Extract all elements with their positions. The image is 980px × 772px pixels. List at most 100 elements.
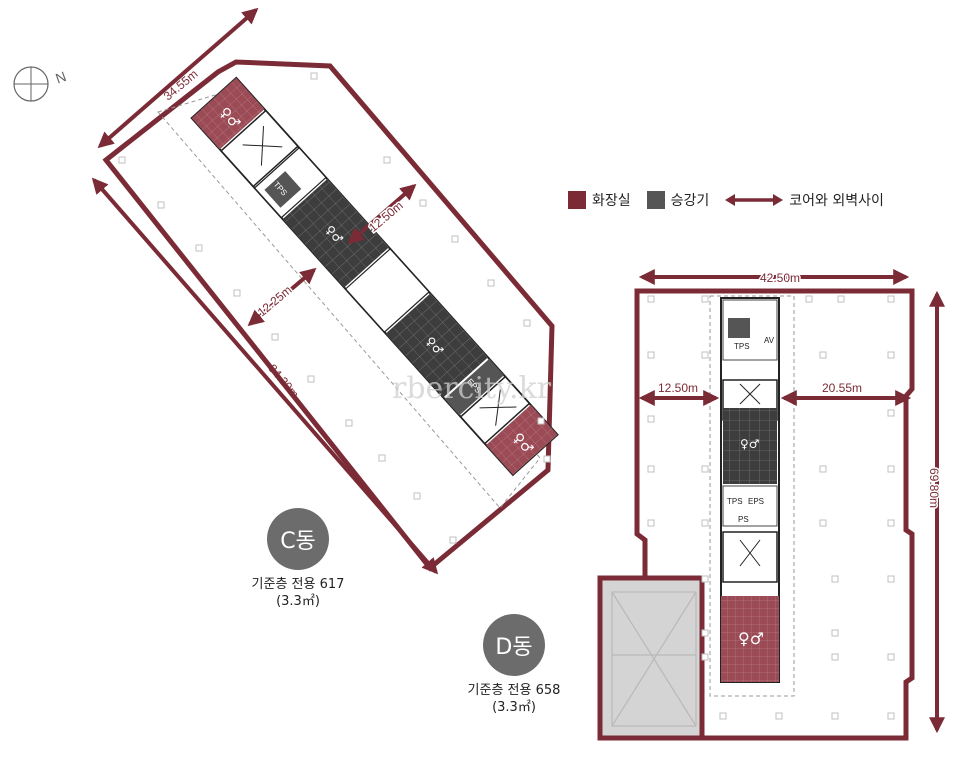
d-dim-top-label: 42.50m <box>760 271 800 285</box>
building-c-outline <box>102 59 555 572</box>
d-toilet-icon: ♀♂ <box>738 629 764 648</box>
building-d-badge: D동 <box>483 614 545 676</box>
c-col <box>419 199 427 207</box>
d-stair-top-x2 <box>739 383 761 405</box>
d-col <box>887 409 895 417</box>
legend-label-toilet: 화장실 <box>592 193 631 209</box>
building-c-area-unit: (3.3㎡) <box>276 594 320 609</box>
c-col <box>195 244 203 252</box>
d-annex-line <box>611 591 697 727</box>
d-col <box>887 712 895 720</box>
c-col <box>271 333 279 341</box>
d-col <box>701 653 709 661</box>
d-col <box>719 712 727 720</box>
building-d-area: 기준층 전용 658 <box>467 683 561 698</box>
d-col <box>647 351 655 359</box>
c-dim-right-arrow <box>347 183 417 245</box>
c-col <box>487 279 495 287</box>
d-eps-label: EPS <box>748 497 764 506</box>
d-col <box>887 575 895 583</box>
d-col <box>701 295 709 303</box>
legend: 화장실 승강기 코어와 외벽사이 <box>568 188 892 212</box>
d-col <box>887 653 895 661</box>
c-dim-long-arrow <box>91 177 439 575</box>
legend-label-core-gap: 코어와 외벽사이 <box>789 193 884 209</box>
building-c-plan: ♀♂ TPS ♀♂ ♀♂ EPS ♀♂ <box>91 7 559 575</box>
c-stair-bottom-x2 <box>479 406 517 409</box>
legend-swatch-toilet <box>568 191 586 209</box>
d-col <box>701 519 709 527</box>
legend-item-elevator: 승강기 <box>646 190 710 210</box>
building-d-annex <box>597 575 705 741</box>
building-d-plan: TPS AV ♀♂ TPS EPS PS ♀♂ <box>597 269 945 741</box>
d-col <box>887 295 895 303</box>
d-col <box>701 351 709 359</box>
c-col <box>233 289 241 297</box>
d-col <box>831 629 839 637</box>
legend-label-elevator: 승강기 <box>670 193 710 209</box>
d-col <box>831 575 839 583</box>
d-col <box>887 351 895 359</box>
d-col <box>701 465 709 473</box>
legend-swatch-elevator <box>646 191 665 209</box>
d-ps-label: PS <box>738 515 749 524</box>
d-elevator-icon: ♀♂ <box>740 437 760 451</box>
d-col <box>837 295 845 303</box>
d-annex-inner <box>611 591 697 727</box>
d-dim-core-left-label: 12.50m <box>658 381 698 395</box>
d-dim-core-right-label: 20.55m <box>822 381 862 395</box>
d-service-mid <box>722 485 778 527</box>
d-stair-bottom-x2 <box>739 539 761 567</box>
c-col <box>543 455 551 463</box>
building-d-label: D동 기준층 전용 658 (3.3㎡) <box>444 614 584 716</box>
watermark: rbercity.kr <box>392 371 552 406</box>
c-col <box>383 156 391 164</box>
c-col <box>449 536 457 544</box>
d-col <box>647 465 655 473</box>
d-col <box>831 653 839 661</box>
d-elevator-bank <box>723 408 777 484</box>
c-col <box>537 417 545 425</box>
d-tps-label-1: TPS <box>734 342 750 351</box>
c-col <box>378 454 386 462</box>
building-d-core: TPS AV ♀♂ TPS EPS PS ♀♂ <box>720 297 780 683</box>
d-col <box>701 575 709 583</box>
d-col <box>819 519 827 527</box>
d-dim-height-label: 69.80m <box>927 468 941 508</box>
d-col <box>831 712 839 720</box>
d-elevator-small <box>728 318 750 338</box>
d-av-label: AV <box>764 336 775 345</box>
legend-item-toilet: 화장실 <box>568 190 631 210</box>
d-col <box>647 519 655 527</box>
d-tps-label-2: TPS <box>727 497 743 506</box>
d-stair-bottom <box>722 531 778 583</box>
building-c-area: 기준층 전용 617 <box>251 577 345 592</box>
building-d-area-unit: (3.3㎡) <box>492 700 536 715</box>
c-col <box>345 419 353 427</box>
compass-n-label: N <box>53 68 68 86</box>
d-col <box>887 465 895 473</box>
legend-item-core-gap: 코어와 외벽사이 <box>725 190 884 210</box>
c-stair-bottom <box>459 375 531 445</box>
building-d-dashed-zone <box>709 295 795 697</box>
building-d-columns <box>647 295 895 720</box>
c-col <box>451 235 459 243</box>
c-col <box>310 72 318 80</box>
d-col <box>887 519 895 527</box>
d-col <box>805 295 813 303</box>
d-col <box>647 415 655 423</box>
c-eps-room <box>444 358 504 416</box>
compass: N <box>13 66 68 102</box>
c-col <box>118 156 126 164</box>
d-col <box>647 295 655 303</box>
building-c-label: C동 기준층 전용 617 (3.3㎡) <box>228 508 368 610</box>
d-col <box>819 465 827 473</box>
c-col <box>523 319 531 327</box>
d-toilet <box>721 596 779 682</box>
building-c-badge: C동 <box>267 508 329 570</box>
c-col <box>157 201 165 209</box>
double-arrow-icon <box>725 194 784 206</box>
c-dim-left-arrow <box>247 267 317 327</box>
c-col <box>413 492 421 500</box>
